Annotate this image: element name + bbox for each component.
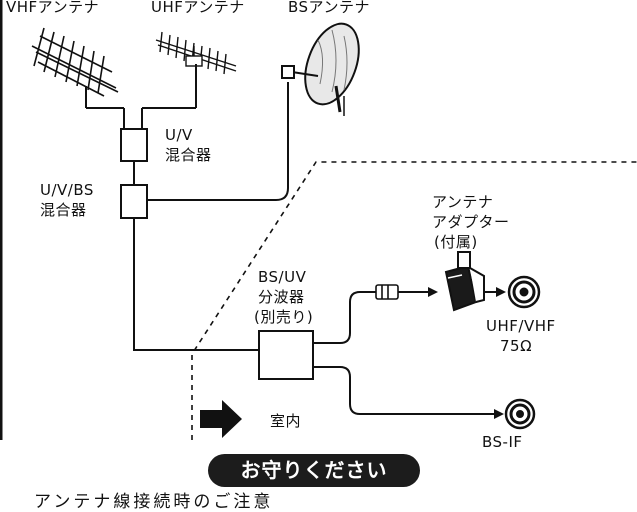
uv-mixer-label-1: U/V [165,126,193,144]
bs-dish-icon [281,22,360,116]
adapter-label-3: (付属) [434,233,478,251]
arrow-head-icon [496,287,506,297]
bs-if-jack-label: BS-IF [482,433,523,451]
uhf-antenna-icon [155,31,237,75]
uvbs-mixer-label-2: 混合器 [40,201,87,219]
indoor-boundary [191,161,637,440]
f-connector-plug-icon [375,284,428,300]
indoor-arrow-icon [200,400,242,438]
uv-mixer-box [120,128,148,162]
arrow-head-icon [494,409,504,419]
splitter-label-2: 分波器 [258,288,305,306]
main-cable [133,218,262,351]
arrow-head-icon [428,287,438,297]
uv-mixer-label-2: 混合器 [165,146,212,164]
uvbs-mixer-box [120,184,148,219]
notice-badge: お守りください [208,454,420,487]
antenna-adapter-icon [444,251,485,312]
adapter-label-1: アンテナ [432,193,494,211]
bs-output-cable [313,366,494,415]
uhf-vhf-jack-label-2: 75Ω [500,337,533,355]
splitter-label-1: BS/UV [258,268,307,286]
footer-caption: アンテナ線接続時のご注意 [34,492,274,512]
antenna-cables [85,64,197,130]
vhf-antenna-icon [31,27,119,97]
splitter-label-3: (別売り) [254,308,314,326]
uhf-antenna-label: UHFアンテナ [151,0,245,16]
uhf-vhf-jack-icon [507,275,541,309]
indoor-label: 室内 [270,412,302,430]
bs-cable [147,82,289,201]
uv-output-cable [313,291,376,344]
uvbs-mixer-label-1: U/V/BS [40,181,94,199]
splitter-box [258,330,314,380]
bs-antenna-label: BSアンテナ [288,0,370,16]
uhf-vhf-jack-label-1: UHF/VHF [486,317,556,335]
vhf-antenna-label: VHFアンテナ [6,0,100,16]
adapter-label-2: アダプター [432,213,510,231]
bs-if-jack-icon [504,398,536,430]
